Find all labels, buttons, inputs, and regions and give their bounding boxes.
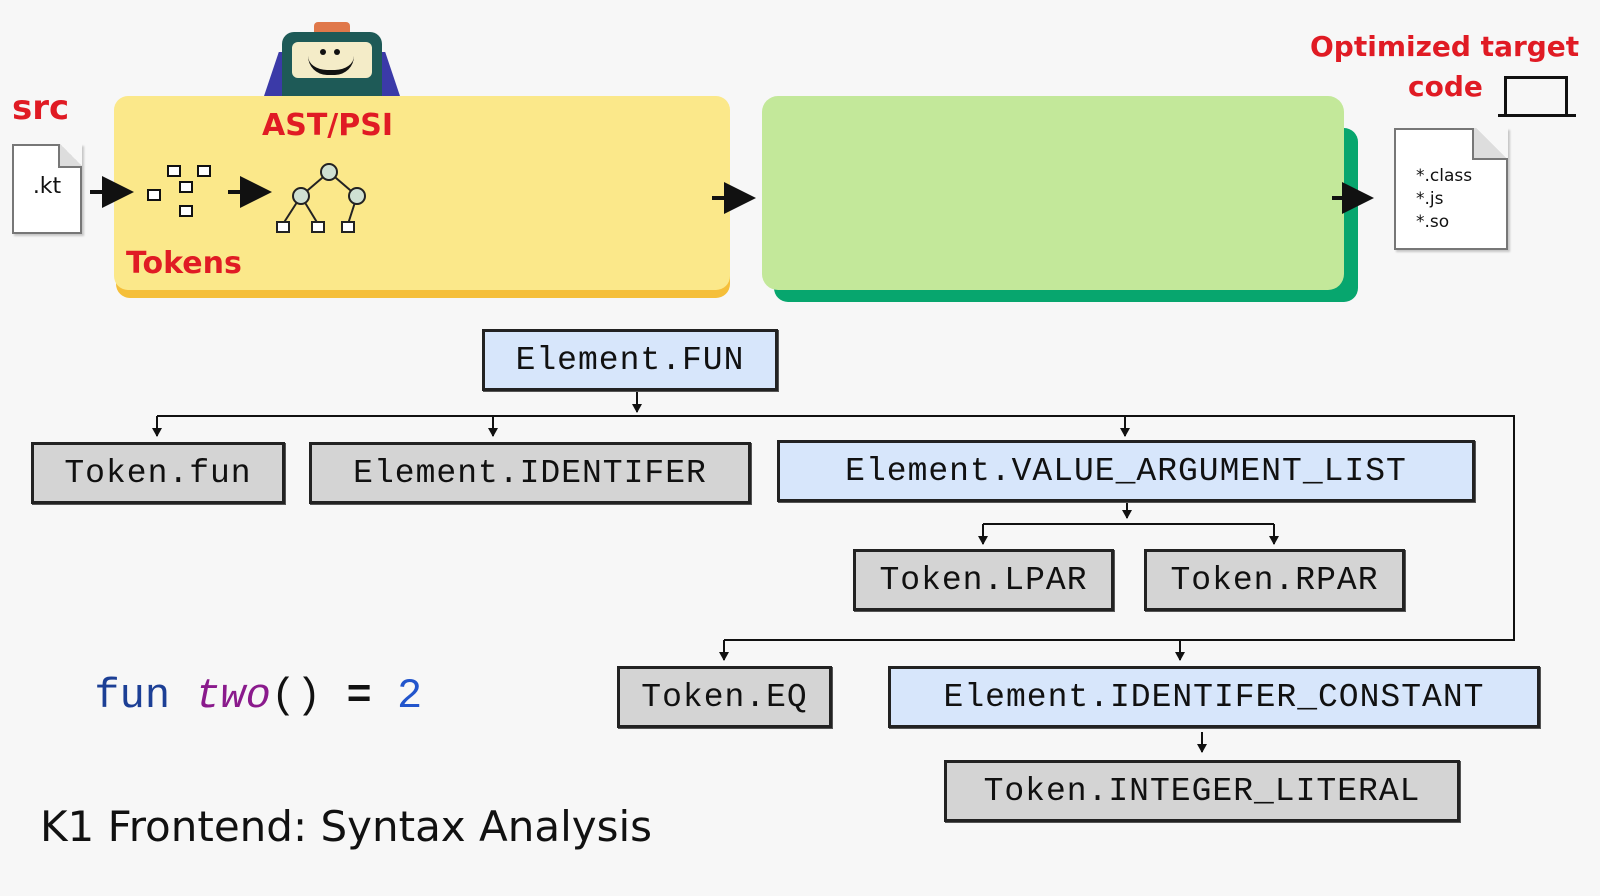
code-number: 2 [396, 672, 423, 720]
src-label: src [12, 88, 70, 128]
output-label-line2: code [1408, 70, 1483, 103]
frontend-box [114, 96, 730, 290]
token-squares-icon [147, 165, 211, 217]
code-function-name: two [195, 672, 271, 720]
slide-title: K1 Frontend: Syntax Analysis [40, 802, 653, 851]
node-token-eq: Token.EQ [617, 666, 832, 728]
kt-file-label: .kt [32, 174, 62, 199]
code-keyword: fun [94, 672, 171, 720]
ast-tree-icon [276, 163, 366, 233]
code-sample: fun two() = 2 [44, 624, 422, 720]
kotlin-mascot-icon [262, 22, 402, 102]
output-file-ext-so: *.so [1416, 212, 1450, 232]
node-token-rpar: Token.RPAR [1144, 549, 1405, 611]
node-token-lpar: Token.LPAR [853, 549, 1114, 611]
node-element-identifier-constant: Element.IDENTIFER_CONSTANT [888, 666, 1540, 728]
output-label-line1: Optimized target [1310, 30, 1580, 63]
node-element-fun: Element.FUN [482, 329, 778, 391]
ast-psi-label: AST/PSI [262, 108, 394, 143]
node-element-value-argument-list: Element.VALUE_ARGUMENT_LIST [777, 440, 1475, 502]
tokens-label: Tokens [126, 246, 242, 281]
node-token-integer-literal: Token.INTEGER_LITERAL [944, 760, 1460, 822]
node-element-identifier: Element.IDENTIFER [309, 442, 751, 504]
laptop-base [1498, 114, 1576, 117]
output-file-ext-js: *.js [1416, 189, 1444, 209]
node-token-fun: Token.fun [31, 442, 285, 504]
kt-file-icon: .kt [12, 144, 82, 234]
laptop-icon [1504, 76, 1568, 114]
pipeline-graphics [90, 163, 1374, 233]
output-file-ext-class: *.class [1416, 166, 1473, 186]
code-parens: () [270, 672, 322, 720]
output-file-icon: *.class *.js *.so [1394, 128, 1508, 250]
code-equals: = [346, 672, 372, 720]
backend-box [762, 96, 1344, 290]
